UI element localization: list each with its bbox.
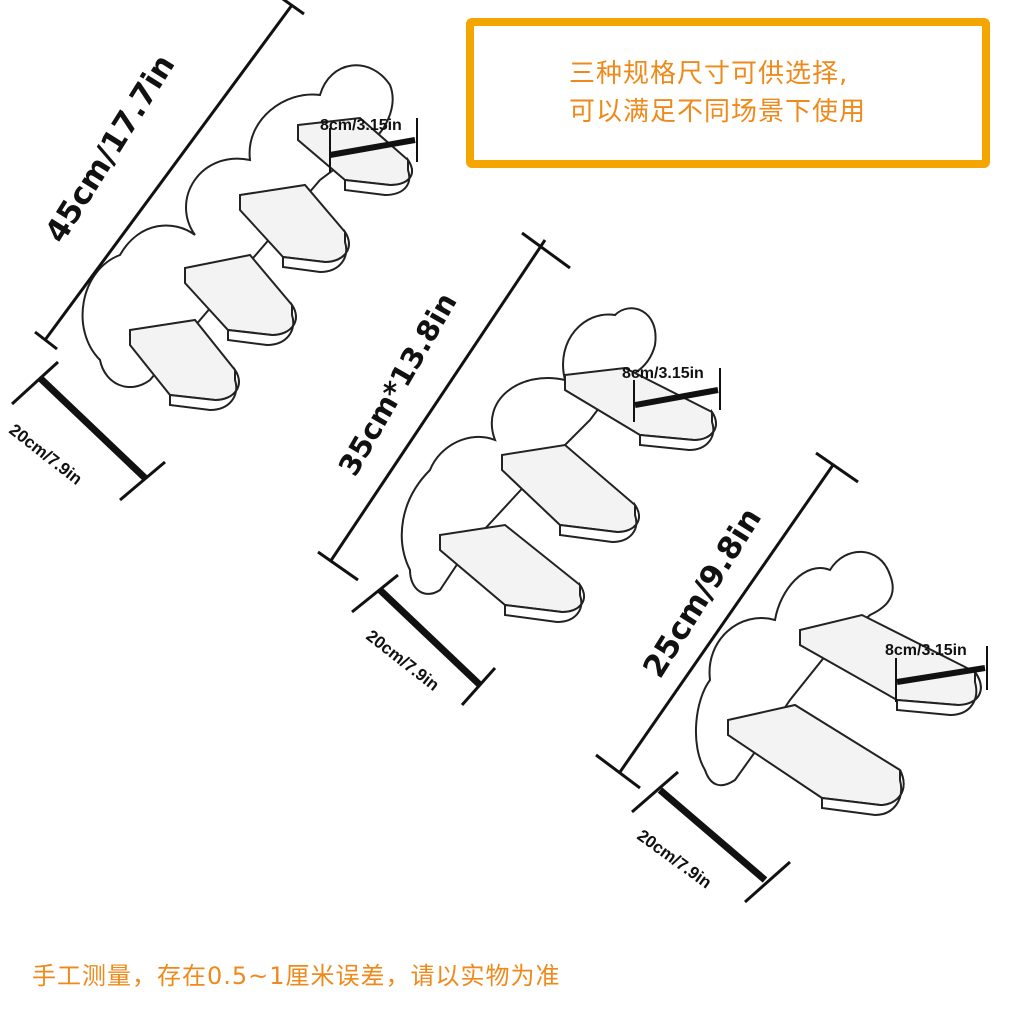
shelf-small-depth-line <box>896 665 986 685</box>
shelf-small-step-1 <box>727 703 905 817</box>
shelf-large-step-2 <box>184 253 297 347</box>
shelf-small: 25cm/9.8in 20cm/7.9in 8cm/3.15in <box>595 451 988 904</box>
shelf-small-width-tick-right <box>744 860 791 904</box>
shelf-medium-width-line <box>377 587 483 688</box>
shelf-medium-step-1 <box>439 523 585 624</box>
shelf-medium-width-tick-left <box>351 573 399 614</box>
shelf-small-width-line <box>657 787 768 883</box>
shelf-large-step-3 <box>239 183 350 274</box>
shelf-medium-step-2 <box>501 443 640 544</box>
shelf-large-width-tick-right <box>119 460 166 502</box>
measurement-disclaimer: 手工测量，存在0.5~1厘米误差，请以实物为准 <box>32 962 561 990</box>
spec-info-line-2: 可以满足不同场景下使用 <box>569 97 867 127</box>
shelf-small-depth-label: 8cm/3.15in <box>885 642 967 659</box>
shelf-medium-depth-label: 8cm/3.15in <box>622 365 704 382</box>
shelf-large-height-line <box>43 4 294 341</box>
shelf-large-step-1 <box>129 318 240 412</box>
spec-info-line-1: 三种规格尺寸可供选择, <box>569 59 849 89</box>
spec-info-box: 三种规格尺寸可供选择, 可以满足不同场景下使用 <box>466 18 990 168</box>
shelf-large-depth-line <box>329 137 416 158</box>
shelf-medium-height-tick-bottom <box>317 550 359 582</box>
shelf-small-width-label: 20cm/7.9in <box>634 826 716 892</box>
shelf-small-height-tick-bottom <box>595 753 641 790</box>
shelf-medium-height-line <box>328 239 547 563</box>
shelf-large-width-tick-left <box>10 360 60 406</box>
shelf-small-height-line <box>618 464 835 773</box>
shelf-small-width-tick-left <box>631 770 679 814</box>
shelf-large-height-tick-top <box>281 0 305 16</box>
shelf-small-height-tick-top <box>815 451 859 484</box>
shelf-medium-depth-line <box>634 387 719 408</box>
shelf-medium-width-tick-right <box>460 667 497 706</box>
shelf-small-step-2 <box>799 613 982 717</box>
shelf-large-height-tick-bottom <box>34 330 58 351</box>
shelf-large-depth-label: 8cm/3.15in <box>320 117 402 134</box>
shelf-medium-height-tick-top <box>521 231 571 270</box>
shelf-large-width-label: 20cm/7.9in <box>6 420 86 489</box>
shelf-large-width-line <box>37 375 148 481</box>
shelf-large-height-label: 45cm/17.7in <box>38 48 182 249</box>
